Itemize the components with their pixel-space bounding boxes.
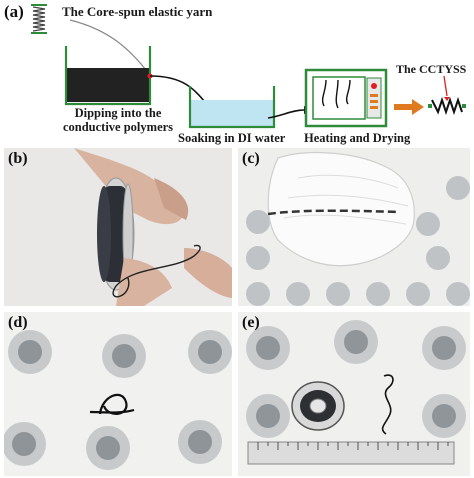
panel-label-e: (e): [242, 314, 260, 331]
photo-panel-b: (b): [4, 148, 232, 306]
panel-label-b: (b): [8, 150, 28, 167]
elastic-yarn-icon: [31, 4, 47, 34]
step-dipping-label: Dipping into the conductive polymers: [62, 106, 174, 134]
step-soaking-label: Soaking in DI water: [178, 131, 286, 145]
product-label: The CCTYSS: [396, 62, 467, 76]
schematic-panel-a: (a) The Core-spun elastic yarn: [0, 0, 474, 145]
panel-label-d: (d): [8, 314, 28, 331]
knotted-yarn-on-logo-paper-icon: [4, 312, 232, 476]
panel-label-c: (c): [242, 150, 260, 167]
yarn-spool-in-hand-icon: [4, 148, 232, 306]
photo-panel-d: (d): [4, 312, 232, 476]
photo-panel-c: (c): [238, 148, 470, 306]
step-dipping-line1: Dipping into the: [74, 106, 162, 120]
yarn-label: The Core-spun elastic yarn: [62, 4, 213, 19]
gloved-hand-with-yarn-icon: [238, 148, 470, 306]
panel-label-a: (a): [4, 2, 24, 21]
spool-and-yarn-with-ruler-icon: [238, 312, 470, 476]
step-heating-label: Heating and Drying: [304, 131, 411, 145]
photo-panel-e: (e): [238, 312, 470, 476]
step-dipping-line2: conductive polymers: [62, 120, 174, 134]
yarn-feed-line: [64, 19, 466, 129]
